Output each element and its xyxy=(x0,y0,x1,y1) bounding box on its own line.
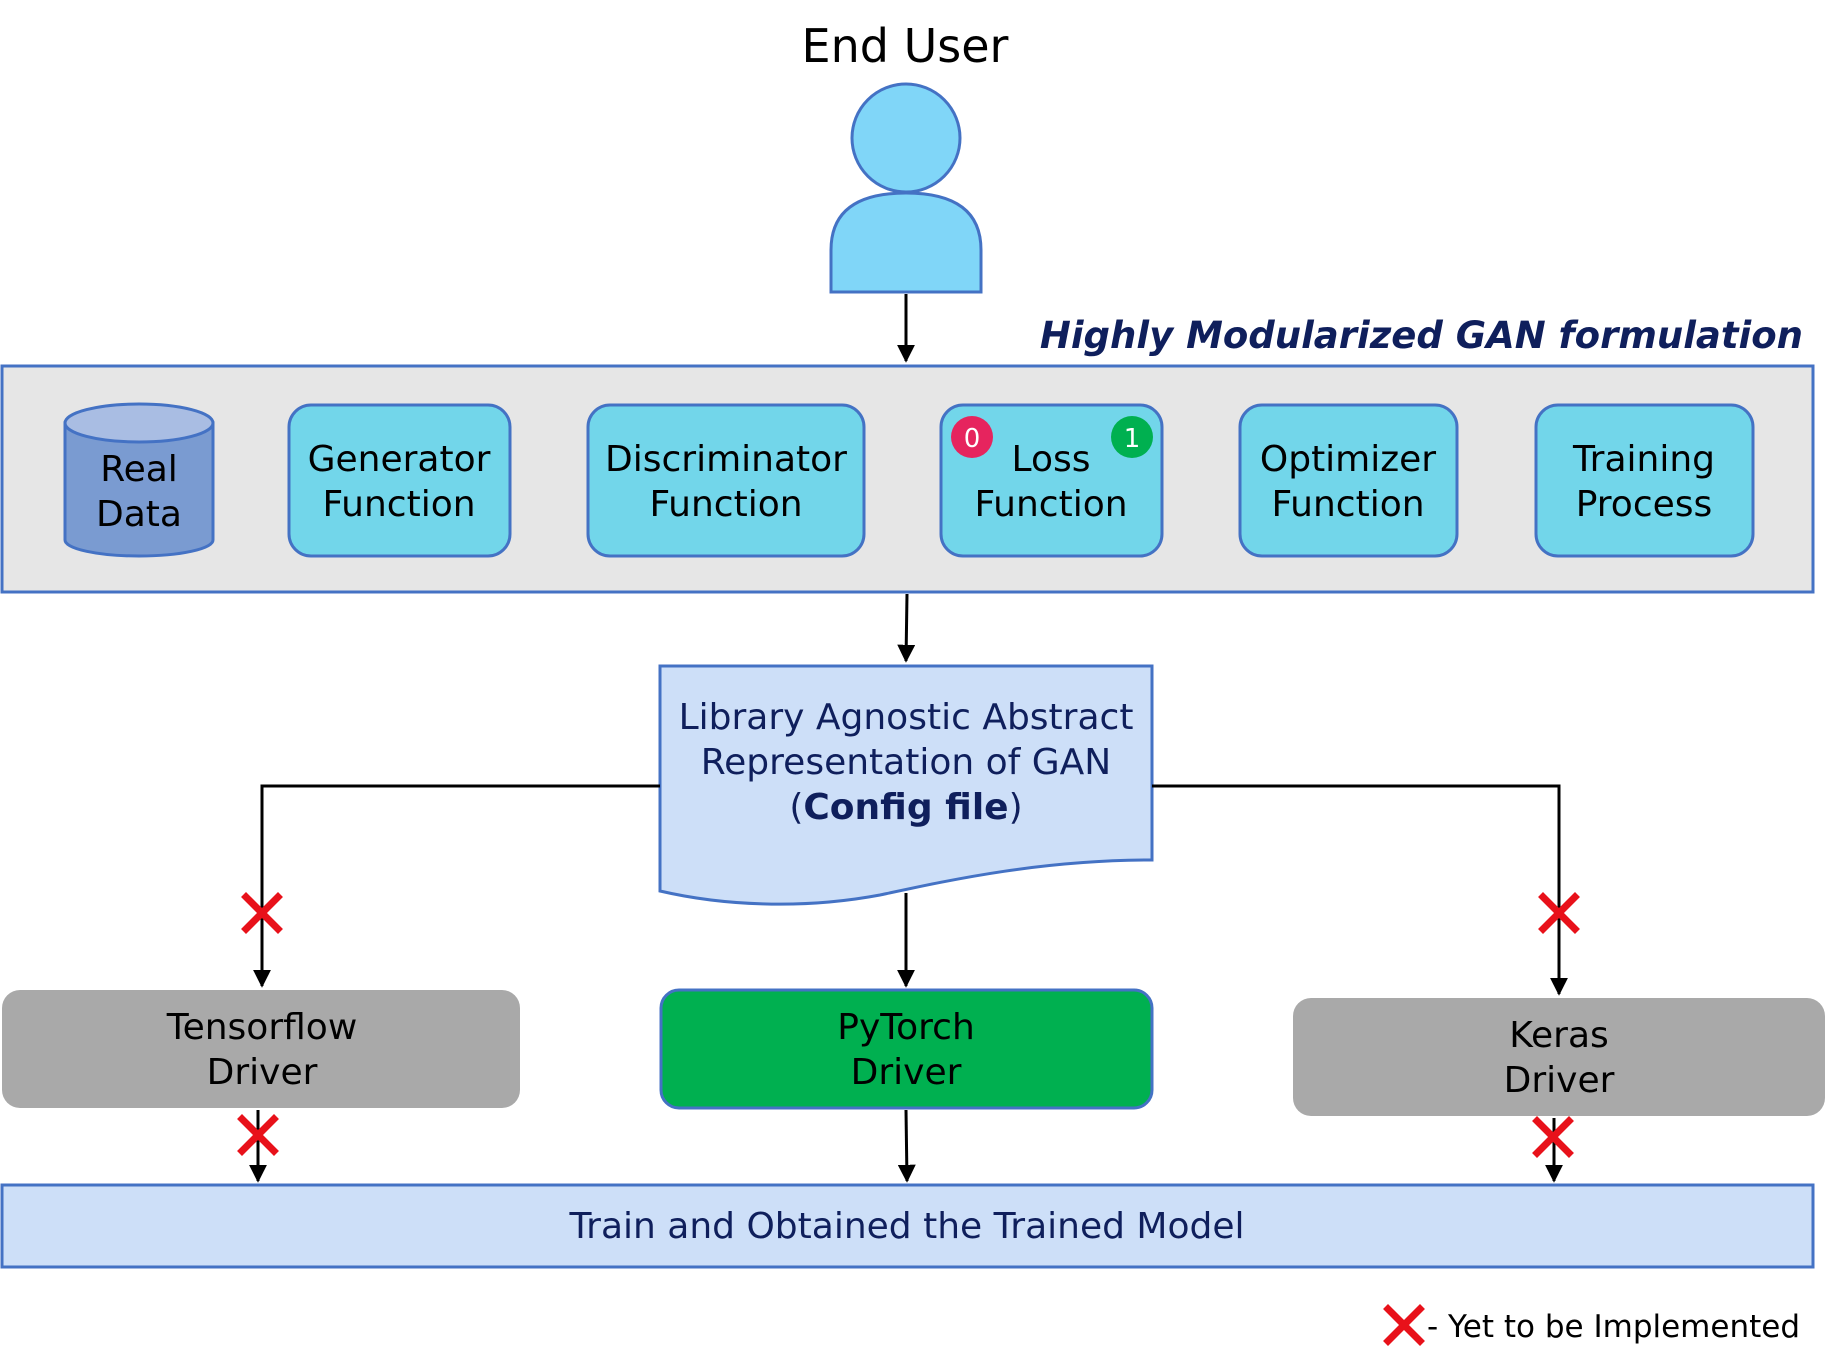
optimizer-label-line2: Function xyxy=(1271,484,1424,525)
legend: - Yet to be Implemented xyxy=(1388,1309,1800,1345)
config-line1: Library Agnostic Abstract xyxy=(679,697,1134,738)
loss-label-line2: Function xyxy=(974,484,1127,525)
real-data-label-line1: Real xyxy=(100,449,178,490)
real-data-label-line2: Data xyxy=(96,494,182,535)
svg-text:0: 0 xyxy=(964,424,981,454)
discriminator-function-module[interactable]: Discriminator Function xyxy=(586,403,866,558)
config-document[interactable]: Library Agnostic Abstract Representation… xyxy=(658,664,1154,906)
keras-label-line2: Driver xyxy=(1504,1060,1615,1101)
config-line2: Representation of GAN xyxy=(701,742,1111,783)
tensorflow-driver[interactable]: Tensorflow Driver xyxy=(2,990,520,1108)
discriminator-label-line1: Discriminator xyxy=(605,439,847,480)
pytorch-label-line1: PyTorch xyxy=(837,1007,975,1048)
training-label-line2: Process xyxy=(1576,484,1713,525)
legend-label: - Yet to be Implemented xyxy=(1427,1309,1800,1345)
keras-driver[interactable]: Keras Driver xyxy=(1293,998,1825,1116)
loss-badge-1: 1 xyxy=(1111,416,1153,458)
arrow-panel-to-config xyxy=(897,593,916,663)
training-label-line1: Training xyxy=(1572,439,1715,480)
loss-function-module[interactable]: Loss Function 0 1 xyxy=(939,403,1164,558)
panel-title: Highly Modularized GAN formulation xyxy=(1040,314,1803,357)
loss-badge-0: 0 xyxy=(951,416,993,458)
end-user-title: End User xyxy=(802,19,1009,73)
generator-label-line1: Generator xyxy=(308,439,491,480)
arrow-config-to-tensorflow xyxy=(253,784,660,988)
user-icon xyxy=(829,82,983,294)
output-label: Train and Obtained the Trained Model xyxy=(568,1206,1244,1247)
optimizer-function-module[interactable]: Optimizer Function xyxy=(1238,403,1459,558)
real-data-cylinder[interactable]: Real Data xyxy=(63,402,215,558)
optimizer-label-line1: Optimizer xyxy=(1260,439,1436,480)
pytorch-driver[interactable]: PyTorch Driver xyxy=(659,988,1154,1110)
discriminator-label-line2: Function xyxy=(649,484,802,525)
keras-label-line1: Keras xyxy=(1509,1015,1609,1056)
generator-function-module[interactable]: Generator Function xyxy=(287,403,512,558)
generator-label-line2: Function xyxy=(322,484,475,525)
tensorflow-label-line2: Driver xyxy=(207,1052,318,1093)
tensorflow-label-line1: Tensorflow xyxy=(166,1007,358,1048)
loss-label-line1: Loss xyxy=(1012,439,1091,480)
arrow-pytorch-to-output xyxy=(897,1109,916,1183)
legend-x-icon xyxy=(1388,1309,1420,1341)
training-process-module[interactable]: Training Process xyxy=(1534,403,1755,558)
arrow-config-to-keras xyxy=(1152,784,1568,996)
svg-text:1: 1 xyxy=(1124,424,1141,454)
trained-model-output[interactable]: Train and Obtained the Trained Model xyxy=(0,1183,1815,1269)
pytorch-label-line2: Driver xyxy=(851,1052,962,1093)
config-line3: (Config file) xyxy=(789,787,1022,828)
